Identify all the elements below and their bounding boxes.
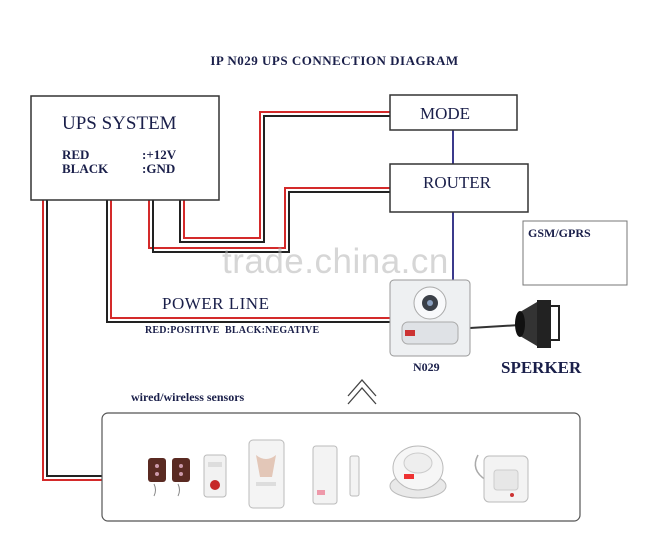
- remote-control-icon: [148, 458, 190, 497]
- power-line-label: POWER LINE: [162, 294, 270, 313]
- door-window-sensor-icon: [312, 445, 360, 505]
- sensors-label: wired/wireless sensors: [131, 390, 245, 404]
- gas-detector-icon: [474, 454, 529, 503]
- mode-box: [389, 94, 518, 131]
- ups-black-value: :GND: [142, 161, 176, 176]
- power-line-polarity: RED:POSITIVE BLACK:NEGATIVE: [145, 325, 320, 336]
- camera-to-speaker-cable: [469, 324, 521, 329]
- chevron-up-icon: [347, 379, 377, 405]
- gsm-gprs-label: GSM/GPRS: [528, 226, 591, 240]
- smoke-detector-icon: [389, 445, 447, 499]
- ups-system-label: UPS SYSTEM: [62, 113, 177, 134]
- wire-ups-to-mode: [179, 111, 390, 243]
- gsm-gprs-box: [522, 220, 628, 286]
- panic-button-icon: [203, 454, 227, 498]
- watermark: trade.china.cn: [222, 242, 449, 281]
- n029-camera: [389, 279, 471, 357]
- mode-label: MODE: [420, 104, 471, 123]
- speaker-label: SPERKER: [501, 358, 582, 377]
- router-box: [389, 163, 529, 213]
- diagram-title: IP N029 UPS CONNECTION DIAGRAM: [210, 53, 459, 68]
- ups-red-value: :+12V: [142, 147, 177, 162]
- ups-red-label: RED: [62, 147, 90, 162]
- wire-ups-to-router: [148, 187, 390, 253]
- wire-power-line: [106, 200, 390, 323]
- pir-motion-detector-icon: [248, 439, 285, 509]
- ups-black-label: BLACK: [62, 161, 109, 176]
- camera-label: N029: [413, 360, 440, 374]
- wire-ups-to-sensors: [42, 200, 102, 481]
- speaker-siren: [515, 300, 560, 348]
- router-label: ROUTER: [423, 173, 491, 192]
- ups-system-box: [30, 95, 220, 201]
